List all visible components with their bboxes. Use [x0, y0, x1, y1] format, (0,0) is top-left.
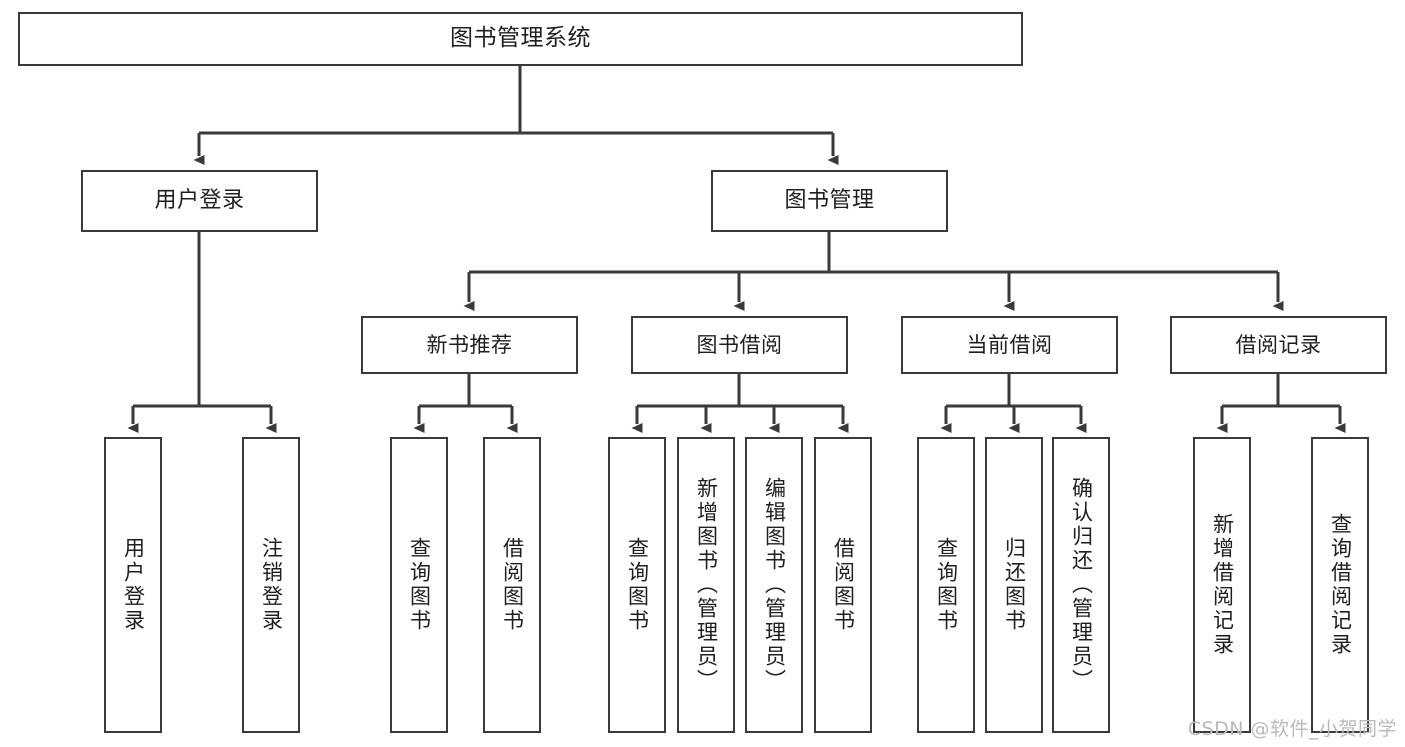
node-current-borrowing[interactable]: 当前借阅: [901, 316, 1118, 374]
node-leaf-logout[interactable]: 注销登录: [242, 437, 300, 733]
node-book-borrowing[interactable]: 图书借阅: [631, 316, 848, 374]
node-leaf-edit-book-admin[interactable]: 编辑图书（管理员）: [745, 437, 803, 733]
node-label: 新增借阅记录: [1210, 513, 1235, 657]
node-leaf-add-borrow-record[interactable]: 新增借阅记录: [1193, 437, 1251, 733]
node-label: 用户登录: [121, 537, 146, 633]
node-label: 当前借阅: [966, 332, 1053, 357]
node-label: 查询图书: [625, 537, 650, 633]
node-label: 图书管理系统: [450, 25, 591, 52]
node-label: 图书管理: [784, 188, 875, 214]
node-leaf-return-books[interactable]: 归还图书: [985, 437, 1043, 733]
node-label: 确认归还（管理员）: [1069, 477, 1094, 693]
node-label: 归还图书: [1002, 537, 1027, 633]
node-label: 编辑图书（管理员）: [762, 477, 787, 693]
node-label: 借阅图书: [831, 537, 856, 633]
node-leaf-query-books-current[interactable]: 查询图书: [917, 437, 975, 733]
node-book-management[interactable]: 图书管理: [711, 170, 948, 232]
node-label: 查询图书: [934, 537, 959, 633]
node-label: 新书推荐: [426, 332, 513, 357]
node-label: 图书借阅: [696, 332, 783, 357]
node-label: 注销登录: [259, 537, 284, 633]
node-leaf-add-book-admin[interactable]: 新增图书（管理员）: [677, 437, 735, 733]
node-leaf-query-borrow-record[interactable]: 查询借阅记录: [1311, 437, 1369, 733]
node-leaf-borrow-books-recommend[interactable]: 借阅图书: [483, 437, 541, 733]
node-label: 查询借阅记录: [1328, 513, 1353, 657]
node-new-book-recommendation[interactable]: 新书推荐: [361, 316, 578, 374]
csdn-watermark: CSDN @软件_小贺同学: [1187, 718, 1397, 740]
node-leaf-query-books-recommend[interactable]: 查询图书: [390, 437, 448, 733]
node-leaf-confirm-return-admin[interactable]: 确认归还（管理员）: [1052, 437, 1110, 733]
node-label: 借阅记录: [1235, 332, 1322, 357]
node-root-book-management-system[interactable]: 图书管理系统: [18, 12, 1023, 66]
node-leaf-query-books-borrow[interactable]: 查询图书: [608, 437, 666, 733]
node-label: 用户登录: [154, 188, 245, 214]
node-label: 查询图书: [407, 537, 432, 633]
node-leaf-borrow-books[interactable]: 借阅图书: [814, 437, 872, 733]
node-leaf-user-login[interactable]: 用户登录: [104, 437, 162, 733]
node-label: 新增图书（管理员）: [694, 477, 719, 693]
node-user-login[interactable]: 用户登录: [81, 170, 318, 232]
node-borrowing-records[interactable]: 借阅记录: [1170, 316, 1387, 374]
node-label: 借阅图书: [500, 537, 525, 633]
